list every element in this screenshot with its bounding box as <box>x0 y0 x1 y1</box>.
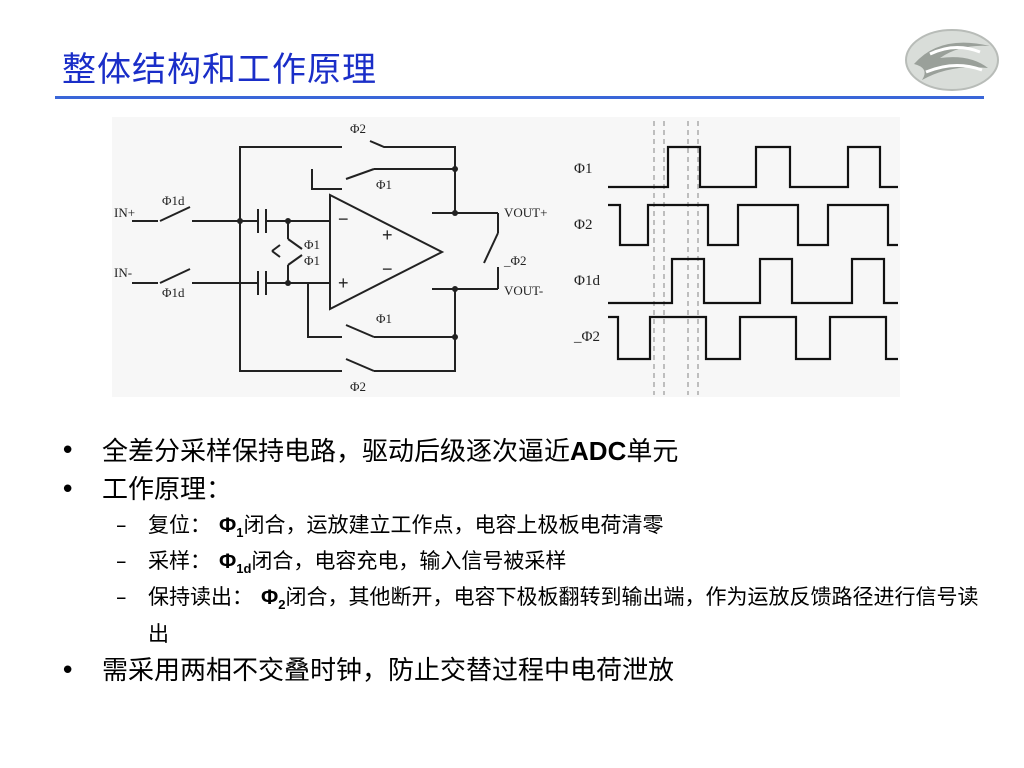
in-minus-label: IN- <box>114 265 132 280</box>
phi1-mid-b-label: Φ1 <box>304 253 320 268</box>
in-plus-label: IN+ <box>114 205 135 220</box>
bullet-tail: 单元 <box>626 437 679 467</box>
timing-label-phi1d: Φ1d <box>574 273 600 289</box>
title-divider <box>55 96 984 99</box>
sample-hold-figure: Φ2 Φ1 Φ1d IN+ IN- Φ1d Φ1 Φ1 VOUT+ _Φ2 VO… <box>112 117 900 397</box>
vout-plus-label: VOUT+ <box>504 205 547 220</box>
amp-minus-in: − <box>338 209 349 229</box>
bullet-latin: ADC <box>570 436 627 466</box>
timing-label-phi1: Φ1 <box>574 161 592 177</box>
timing-labels: Φ1 Φ2 Φ1d _Φ2 <box>573 161 600 345</box>
sub-bullet-item: – 采样： Φ1d闭合，电容充电，输入信号被采样 <box>60 547 980 583</box>
phi2-top-label: Φ2 <box>350 121 366 136</box>
bullet-item: • 需采用两相不交叠时钟，防止交替过程中电荷泄放 <box>60 654 980 688</box>
timing-label-phi2: Φ2 <box>574 217 592 233</box>
bullet-dot: • <box>60 475 76 505</box>
phi1d-bottom-label: Φ1d <box>162 285 185 300</box>
bullet-dot: • <box>60 436 76 466</box>
phi2-bar-right-label: _Φ2 <box>503 253 527 268</box>
phi1-top-label: Φ1 <box>376 177 392 192</box>
phi-symbol: Φ1d <box>219 550 252 577</box>
bullet-dot: • <box>60 655 76 686</box>
phi1d-top-label: Φ1d <box>162 193 185 208</box>
sub-bullet-item: – 复位： Φ1闭合，运放建立工作点，电容上极板电荷清零 <box>60 511 980 547</box>
phi-symbol: Φ2 <box>261 586 286 613</box>
slide-title: 整体结构和工作原理 <box>62 50 377 90</box>
sub-bullet-text: 闭合，其他断开，电容下极板翻转到输出端，作为运放反馈路径进行信号读出 <box>148 585 979 646</box>
sub-bullet-prefix: 保持读出： <box>148 585 253 610</box>
amp-plus-out: + <box>382 225 393 245</box>
circuit-nodes <box>237 166 458 340</box>
wave-phi2 <box>608 203 898 247</box>
bullet-text: 全差分采样保持电路，驱动后级逐次逼近 <box>102 437 571 467</box>
bullet-text: 工作原理： <box>102 475 233 505</box>
sub-bullet-dash: – <box>116 585 127 610</box>
sub-bullet-item: – 保持读出： Φ2闭合，其他断开，电容下极板翻转到输出端，作为运放反馈路径进行信… <box>60 583 980 647</box>
sub-bullet-prefix: 复位： <box>148 513 211 537</box>
phi1-mid-a-label: Φ1 <box>304 237 320 252</box>
wave-phi1d <box>608 257 898 305</box>
sub-bullet-text: 闭合，运放建立工作点，电容上极板电荷清零 <box>243 513 664 537</box>
timing-waves <box>608 145 898 361</box>
phi-symbol: Φ1 <box>219 514 244 541</box>
bullet-text: 需采用两相不交叠时钟，防止交替过程中电荷泄放 <box>102 655 675 686</box>
bullet-list: • 全差分采样保持电路，驱动后级逐次逼近ADC单元 • 工作原理： – 复位： Φ… <box>60 434 980 692</box>
sub-bullet-dash: – <box>116 549 127 574</box>
vout-minus-label: VOUT- <box>504 283 543 298</box>
bullet-item: • 全差分采样保持电路，驱动后级逐次逼近ADC单元 <box>60 434 980 469</box>
bullet-item: • 工作原理： <box>60 473 980 507</box>
timing-label-phi2-bar: _Φ2 <box>573 329 600 345</box>
amp-plus-in: + <box>338 273 349 293</box>
sub-bullet-text: 闭合，电容充电，输入信号被采样 <box>251 549 567 574</box>
phi1-bottom-label: Φ1 <box>376 311 392 326</box>
phi2-bottom-label: Φ2 <box>350 379 366 394</box>
amp-minus-out: − <box>382 259 393 279</box>
sub-bullet-prefix: 采样： <box>148 549 211 574</box>
university-logo <box>905 29 999 91</box>
wave-phi2-bar <box>608 315 898 361</box>
circuit-schematic <box>132 140 499 372</box>
sub-bullet-dash: – <box>116 513 127 537</box>
wave-phi1 <box>608 145 898 189</box>
